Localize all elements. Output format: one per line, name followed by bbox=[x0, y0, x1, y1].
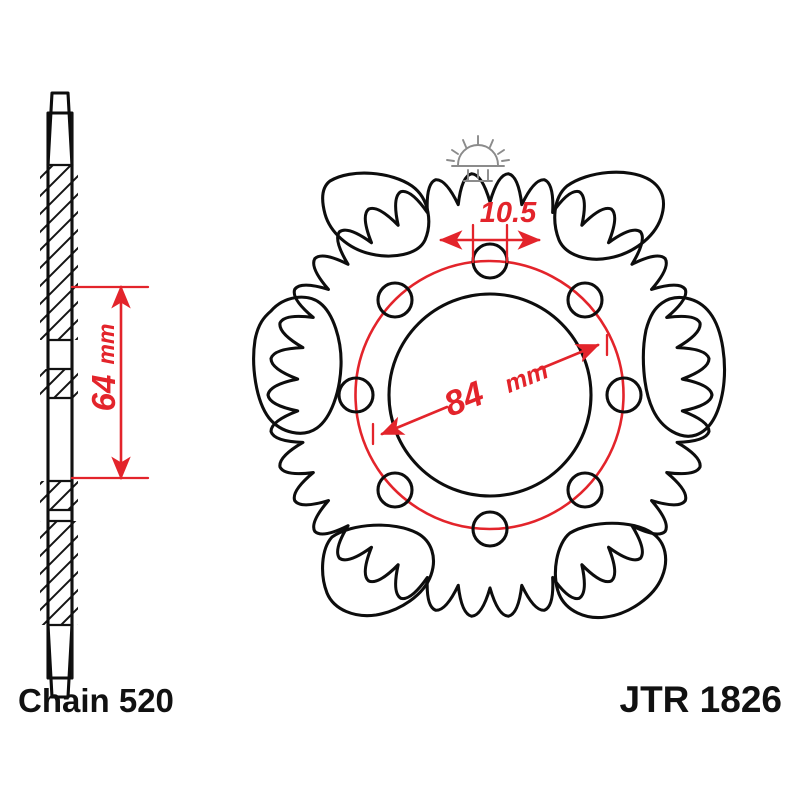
lightening-hole bbox=[321, 523, 436, 618]
dim-line-84-right bbox=[533, 343, 600, 373]
dimension-64mm: 64 mm bbox=[70, 285, 150, 480]
sprocket-teeth-profile bbox=[266, 172, 714, 618]
lightening-hole bbox=[553, 170, 665, 261]
dim-unit-64: mm bbox=[93, 324, 119, 365]
bolt-hole bbox=[566, 281, 604, 319]
lightening-hole bbox=[321, 171, 431, 258]
pcd-arc-main bbox=[354, 259, 625, 531]
part-number-label: JTR 1826 bbox=[620, 679, 783, 720]
hatch-region-lower-mid bbox=[40, 481, 78, 510]
lightening-hole bbox=[553, 521, 668, 620]
lightening-holes bbox=[252, 170, 726, 620]
bolt-hole bbox=[566, 471, 604, 509]
dim-line-84-left bbox=[380, 405, 449, 436]
dim-value-10-5: 10.5 bbox=[480, 197, 537, 229]
dimension-10-5: 10.5 bbox=[439, 197, 541, 264]
section-view: 64 mm bbox=[40, 91, 150, 699]
center-bore bbox=[387, 292, 593, 498]
section-tip-top bbox=[46, 91, 74, 167]
sprocket-body bbox=[266, 172, 714, 618]
bolt-holes bbox=[337, 242, 643, 548]
jt-sunburst-logo-icon bbox=[446, 135, 510, 182]
hatch-region-upper-mid bbox=[40, 369, 78, 398]
bolt-hole bbox=[376, 471, 414, 509]
section-tip-bottom bbox=[46, 623, 74, 699]
bolt-hole bbox=[376, 281, 414, 319]
lightening-hole bbox=[641, 296, 726, 438]
chain-label: Chain 520 bbox=[18, 682, 174, 719]
bolt-hole bbox=[471, 510, 509, 548]
bolt-hole bbox=[337, 376, 375, 414]
hatch-region-lower bbox=[40, 521, 78, 625]
dim-value-64: 64 bbox=[85, 375, 122, 412]
section-step-lines bbox=[46, 163, 74, 627]
lightening-hole bbox=[252, 295, 343, 435]
bolt-circle-pcd bbox=[354, 259, 625, 531]
bolt-hole bbox=[605, 376, 643, 414]
